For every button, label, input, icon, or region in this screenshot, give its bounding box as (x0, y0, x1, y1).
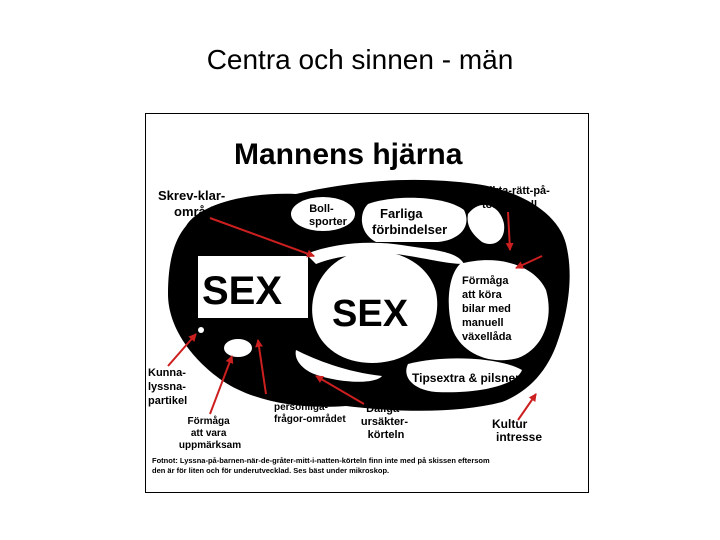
diagram-frame: Mannens hjärna Boll- sporter Farliga för… (145, 113, 589, 493)
label-formaga-vara-l3: uppmärksam (179, 440, 241, 451)
label-kultur-l2: intresse (496, 430, 542, 444)
label-formaga-vara-l2: att vara (191, 428, 227, 439)
label-undvika-l1: Undvika- (274, 390, 316, 401)
label-sikta-l1: Sikta-rätt-på- (482, 185, 550, 197)
footnote: Fotnot: Lyssna-på-barnen-när-de-gråter-m… (152, 456, 492, 475)
label-dallga: Dållga- ursäkter- körteln (361, 403, 411, 441)
label-skrev-klar-l2: området (174, 204, 226, 219)
label-kunna-l3: partikel (148, 395, 187, 407)
label-undvika-l3: frågor-området (274, 413, 346, 425)
arrow-undvika (255, 339, 267, 395)
label-boll-l1: Boll- (309, 203, 334, 215)
label-dallga-l1: Dållga- (366, 403, 403, 415)
label-dallga-l2: ursäkter- (361, 416, 408, 428)
label-husliga: Husliga talanger (521, 229, 566, 255)
label-boll: Boll- sporter (309, 203, 348, 228)
label-formaga-kora-l2: att köra (462, 289, 503, 301)
label-husliga-l2: talanger (521, 243, 565, 255)
label-formaga-vara: Förmåga att vara uppmärksam (179, 415, 241, 451)
label-farliga: Farliga förbindelser (372, 206, 447, 237)
sex-center-region (312, 250, 438, 363)
label-kunna-l2: lyssna- (148, 381, 186, 393)
lower-fold (295, 350, 382, 382)
arrow-formaga-vara (209, 355, 234, 415)
boll-region (291, 197, 355, 231)
dot-left (198, 327, 204, 333)
label-formaga-vara-l1: Förmåga (187, 415, 230, 427)
sikta-region (467, 204, 505, 244)
label-formaga-kora-l3: bilar med (462, 303, 511, 315)
label-formaga-kora: Förmåga att köra bilar med manuell växel… (462, 275, 514, 343)
brain-diagram: Mannens hjärna Boll- sporter Farliga för… (148, 138, 570, 475)
arrow-skrev-klar (209, 217, 315, 258)
fold-upper (306, 242, 464, 264)
slide-title: Centra och sinnen - män (206, 44, 514, 75)
farliga-region (361, 197, 467, 242)
label-skrev-klar-l1: Skrev-klar- (158, 188, 225, 203)
dot-right (535, 387, 541, 393)
label-husliga-l1: Husliga (523, 229, 564, 241)
label-sex-large: SEX (202, 269, 282, 313)
label-kultur-l1: Kultur (492, 417, 528, 431)
label-formaga-kora-l1: Förmåga (462, 275, 509, 287)
footnote-l1: Fotnot: Lyssna-på-barnen-när-de-gråter-m… (152, 456, 490, 465)
footnote-l2: den är för liten och för underutvecklad.… (152, 466, 389, 475)
arrow-dallga (315, 375, 365, 405)
label-undvika-l2: personliga- (274, 402, 328, 413)
label-sikta-l2: toalett-cell (482, 199, 537, 211)
arrow-kultur (517, 393, 537, 421)
arrow-kunna (167, 333, 197, 367)
arrow-husliga (515, 255, 543, 269)
label-farliga-l1: Farliga (380, 206, 423, 221)
label-sikta: Sikta-rätt-på- toalett-cell (482, 185, 553, 211)
label-kunna: Kunna- lyssna- partikel (148, 367, 189, 407)
label-tipsextra: Tipsextra & pilsner (412, 371, 520, 385)
label-undvika: Undvika- personliga- frågor-området (274, 390, 346, 425)
label-dallga-l3: körteln (368, 429, 405, 441)
label-boll-l2: sporter (309, 216, 348, 228)
label-kultur: Kultur intresse (492, 417, 542, 444)
label-farliga-l2: förbindelser (372, 222, 447, 237)
arrows (167, 211, 543, 421)
diagram-title: Mannens hjärna (234, 138, 463, 171)
label-skrev-klar: Skrev-klar- området (158, 188, 229, 219)
sex-large-box (198, 256, 308, 318)
label-sex-center: SEX (332, 293, 409, 335)
tipsextra-region (406, 358, 522, 393)
arrow-sikta (505, 211, 514, 251)
label-formaga-kora-l4: manuell (462, 317, 504, 329)
small-blob (224, 339, 252, 357)
formaga-kora-region (448, 260, 549, 361)
label-formaga-kora-l5: växellåda (462, 331, 512, 343)
label-kunna-l1: Kunna- (148, 367, 186, 379)
